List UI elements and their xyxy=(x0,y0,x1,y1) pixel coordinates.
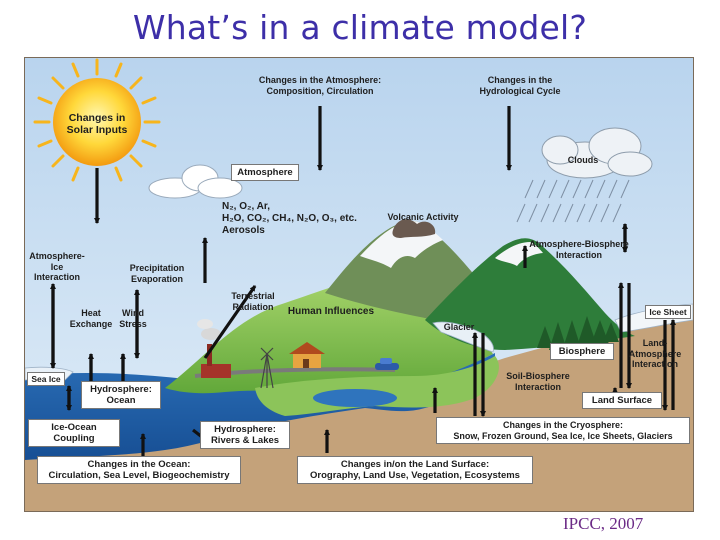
volcanic-plume xyxy=(392,219,436,238)
ocean-changes-line2: Circulation, Sea Level, Biogeochemistry xyxy=(48,470,230,482)
heat-line1: Heat xyxy=(81,308,101,318)
precip-line1: Precipitation xyxy=(129,263,185,273)
soil-biosphere-label: Soil-Biosphere Interaction xyxy=(495,371,581,392)
hydro-cycle-line2: Hydrological Cycle xyxy=(479,85,561,96)
climate-model-diagram: Changes in Solar Inputs Changes in the A… xyxy=(24,57,694,512)
precip-line2: Evaporation xyxy=(130,273,183,284)
gases-line2: H₂O, CO₂, CH₄, N₂O, O₃, etc. xyxy=(222,212,357,224)
snow-cap-right xyxy=(495,242,543,266)
volcanic-activity-label: Volcanic Activity xyxy=(387,212,459,222)
land-changes-line1: Changes in/on the Land Surface: xyxy=(340,459,490,470)
gases-line3: Aerosols xyxy=(222,224,265,236)
land-surface-label: Land Surface xyxy=(582,392,662,410)
cryo-line1: Changes in the Cryosphere: xyxy=(502,420,624,430)
atmosphere-biosphere-label: Atmosphere-Biosphere Interaction xyxy=(520,239,638,260)
atm-ice-line1: Atmosphere- xyxy=(29,251,85,261)
hydro-ocean-line2: Ocean xyxy=(106,395,136,407)
hydro-ocean-line1: Hydrosphere: xyxy=(90,384,152,395)
hydrological-cycle-label: Changes in the Hydrological Cycle xyxy=(457,75,583,96)
rain-streaks xyxy=(516,179,630,223)
sun-icon xyxy=(33,58,161,190)
clouds-label: Clouds xyxy=(567,155,599,165)
land-atmosphere-label: Land- Atmosphere Interaction xyxy=(621,338,689,370)
hydro-rivers-line1: Hydrosphere: xyxy=(214,424,276,435)
hydrosphere-ocean-label: Hydrosphere: Ocean xyxy=(81,381,161,410)
hydrosphere-rivers-label: Hydrosphere: Rivers & Lakes xyxy=(200,421,290,450)
car-icon xyxy=(375,358,399,370)
heat-exchange-label: Heat Exchange xyxy=(65,308,117,329)
factory-icon xyxy=(197,319,231,378)
sea-ice-label: Sea Ice xyxy=(27,372,65,387)
cryo-line2: Snow, Frozen Ground, Sea Ice, Ice Sheets… xyxy=(453,430,673,441)
atm-ice-line3: Interaction xyxy=(33,272,80,283)
atmosphere-ice-label: Atmosphere- Ice Interaction xyxy=(27,251,87,283)
atmosphere-changes-line2: Composition, Circulation xyxy=(266,85,374,96)
biosphere-label: Biosphere xyxy=(550,343,614,361)
land-atm-line3: Interaction xyxy=(631,359,678,370)
gases-line1: N₂, O₂, Ar, xyxy=(222,201,270,212)
atmosphere-changes-line1: Changes in the Atmosphere: xyxy=(258,75,382,85)
land-changes-line2: Orography, Land Use, Vegetation, Ecosyst… xyxy=(310,470,520,482)
glacier-shape xyxy=(432,321,494,353)
mountain-right xyxy=(425,238,635,350)
lake xyxy=(313,389,397,407)
atmosphere-changes-label: Changes in the Atmosphere: Composition, … xyxy=(230,75,410,96)
atmosphere-label: Atmosphere xyxy=(231,164,299,182)
hydro-cycle-line1: Changes in the xyxy=(487,75,553,85)
soil-bio-line2: Interaction xyxy=(514,381,561,392)
wind-stress-label: Wind Stress xyxy=(115,308,151,329)
atmospheric-gases-label: N₂, O₂, Ar, H₂O, CO₂, CH₄, N₂O, O₃, etc.… xyxy=(222,201,372,236)
house-icon xyxy=(289,342,325,368)
soil-bio-line1: Soil-Biosphere xyxy=(506,371,570,381)
solar-inputs-label: Changes in Solar Inputs xyxy=(66,112,128,137)
hydro-rivers-line2: Rivers & Lakes xyxy=(210,435,280,447)
cloud-icon xyxy=(148,164,243,199)
atm-bio-line1: Atmosphere-Biosphere xyxy=(529,239,629,249)
windmill-icon xyxy=(260,347,274,389)
glacier-label: Glacier xyxy=(443,322,475,332)
ice-sheet-label: Ice Sheet xyxy=(645,305,691,320)
human-influences-label: Human Influences xyxy=(287,306,375,317)
wind-line1: Wind xyxy=(122,308,144,318)
atm-ice-line2: Ice xyxy=(50,261,64,272)
wind-line2: Stress xyxy=(119,318,147,329)
ocean-changes-label: Changes in the Ocean: Circulation, Sea L… xyxy=(37,456,241,485)
source-credit: IPCC, 2007 xyxy=(563,514,644,533)
ice-ocean-coupling-label: Ice-Ocean Coupling xyxy=(28,419,120,448)
atm-bio-line2: Interaction xyxy=(555,249,602,260)
terrestrial-line1: Terrestrial xyxy=(231,291,275,301)
precipitation-evaporation-label: Precipitation Evaporation xyxy=(121,263,193,284)
terrestrial-line2: Radiation xyxy=(232,301,274,312)
clouds-icon xyxy=(541,127,653,179)
land-surface-changes-label: Changes in/on the Land Surface: Orograph… xyxy=(297,456,533,485)
ocean-changes-line1: Changes in the Ocean: xyxy=(87,459,191,470)
land-atm-line1: Land- xyxy=(642,338,668,348)
land-atm-line2: Atmosphere xyxy=(628,348,682,359)
heat-line2: Exchange xyxy=(69,318,113,329)
slide-title: What’s in a climate model? xyxy=(132,8,588,47)
terrestrial-radiation-label: Terrestrial Radiation xyxy=(221,291,285,312)
cryosphere-changes-label: Changes in the Cryosphere: Snow, Frozen … xyxy=(436,417,690,445)
